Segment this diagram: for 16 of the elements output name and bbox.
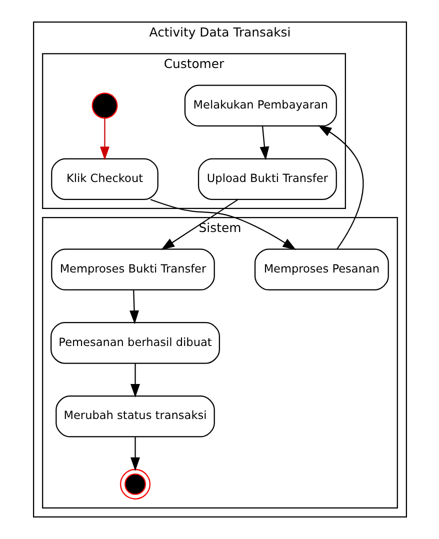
node-box: Upload Bukti Transfer [197, 158, 336, 200]
node-box: Melakukan Pembayaran [184, 84, 336, 127]
arrow [129, 290, 138, 324]
node-box: Memproses Pesanan [254, 248, 388, 290]
arrow [317, 125, 364, 250]
node-box: Merubah status transaksi [55, 396, 214, 438]
node-box: Klik Checkout [50, 158, 158, 200]
arrow [130, 436, 140, 471]
arrow [259, 126, 269, 160]
node-circle [91, 92, 118, 119]
arrow [130, 364, 140, 398]
node-circle [120, 468, 150, 500]
node-box: Pemesanan berhasil dibuat [50, 322, 220, 364]
node-box: Memproses Bukti Transfer [50, 248, 214, 290]
arrow [160, 199, 238, 250]
arrow [100, 118, 109, 160]
